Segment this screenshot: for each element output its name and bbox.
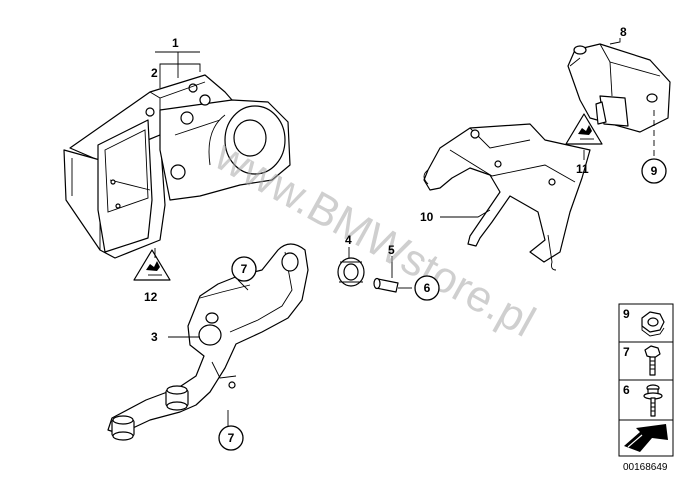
arrow-icon <box>624 424 668 452</box>
reference-number: 00168649 <box>623 462 668 473</box>
callout-10: 10 <box>420 210 434 224</box>
legend-label-6: 6 <box>623 383 630 397</box>
callout-1: 1 <box>172 36 179 50</box>
callout-4: 4 <box>345 233 352 247</box>
svg-text:1: 1 <box>172 36 179 50</box>
svg-text:7: 7 <box>228 431 235 445</box>
fastener-legend: 9 7 6 <box>618 303 674 457</box>
callout-9: 9 <box>641 158 667 184</box>
legend-label-7: 7 <box>623 345 630 359</box>
svg-text:12: 12 <box>144 290 158 304</box>
svg-text:10: 10 <box>420 210 434 224</box>
warning-triangle-icon <box>565 113 603 145</box>
callout-3: 3 <box>151 330 158 344</box>
svg-text:4: 4 <box>345 233 352 247</box>
svg-text:2: 2 <box>151 66 158 80</box>
mount-left <box>111 415 135 441</box>
legend-label-9: 9 <box>623 307 630 321</box>
svg-text:3: 3 <box>151 330 158 344</box>
callout-12: 12 <box>144 290 158 304</box>
grommet-icon <box>337 257 365 287</box>
svg-text:5: 5 <box>388 243 395 257</box>
sensor-icon <box>567 43 671 133</box>
hex-nut-icon <box>641 311 665 337</box>
callout-11: 11 <box>576 162 589 176</box>
callout-7-upper: 7 <box>231 256 257 282</box>
callout-8: 8 <box>620 25 627 39</box>
bracket-icon <box>423 123 591 271</box>
hex-bolt-icon <box>644 345 661 376</box>
callout-5: 5 <box>388 243 395 257</box>
leader-lines <box>154 38 655 428</box>
hydraulic-unit-icon <box>63 74 291 259</box>
callout-2: 2 <box>151 66 158 80</box>
screw-icon <box>643 384 663 417</box>
callout-6: 6 <box>414 275 440 301</box>
svg-text:8: 8 <box>620 25 627 39</box>
callout-7-lower: 7 <box>218 425 244 451</box>
bracket-icon <box>107 243 309 441</box>
warning-triangle-icon <box>133 249 171 281</box>
sleeve-icon <box>373 277 399 293</box>
svg-text:9: 9 <box>651 164 658 178</box>
svg-text:6: 6 <box>424 281 431 295</box>
svg-text:7: 7 <box>241 262 248 276</box>
mount-right <box>165 385 189 411</box>
svg-text:11: 11 <box>576 162 589 176</box>
